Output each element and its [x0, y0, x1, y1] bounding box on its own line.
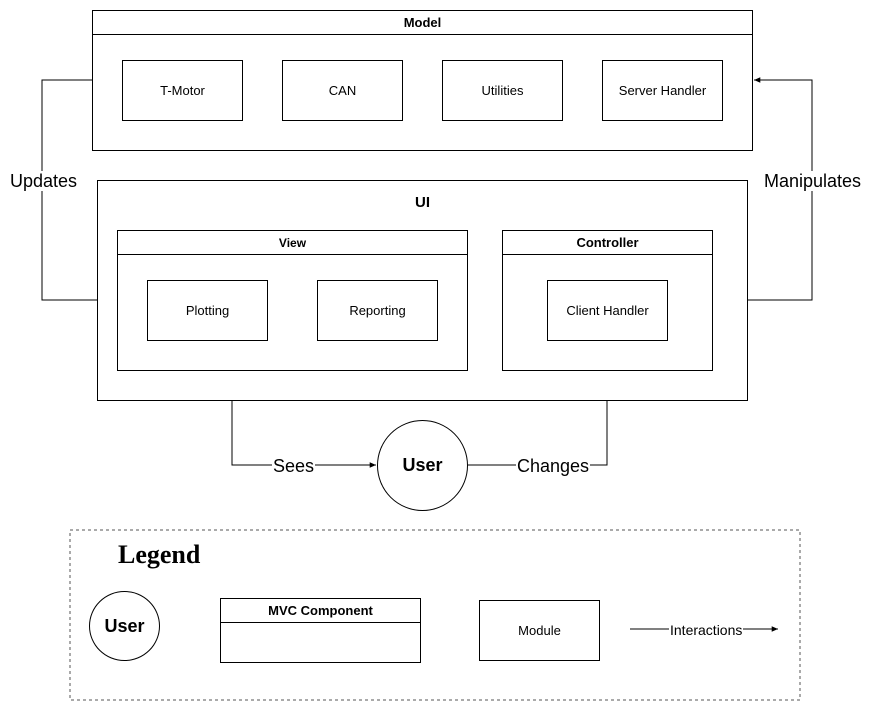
module-server-handler: Server Handler [602, 60, 723, 121]
model-title: Model [93, 11, 752, 35]
manipulates-label: Manipulates [763, 171, 863, 191]
module-utilities: Utilities [442, 60, 563, 121]
sees-edge [231, 371, 376, 468]
legend-mvc-component-symbol: MVC Component [220, 598, 421, 663]
module-plotting: Plotting [147, 280, 268, 341]
controller-title: Controller [503, 231, 712, 255]
module-reporting: Reporting [317, 280, 438, 341]
ui-title: UI [415, 193, 430, 211]
legend-interactions-label: Interactions [669, 622, 744, 638]
view-title: View [118, 231, 467, 255]
module-can: CAN [282, 60, 403, 121]
changes-label: Changes [516, 456, 591, 476]
updates-label: Updates [9, 171, 79, 191]
legend-module-symbol: Module [479, 600, 600, 661]
sees-label: Sees [272, 456, 316, 476]
user-node: User [377, 420, 468, 511]
module-client-handler: Client Handler [547, 280, 668, 341]
legend-mvc-component-label: MVC Component [221, 599, 420, 623]
changes-edge [468, 372, 610, 466]
legend-title: Legend [118, 540, 201, 569]
legend-user-symbol: User [89, 591, 160, 661]
module-t-motor: T-Motor [122, 60, 243, 121]
